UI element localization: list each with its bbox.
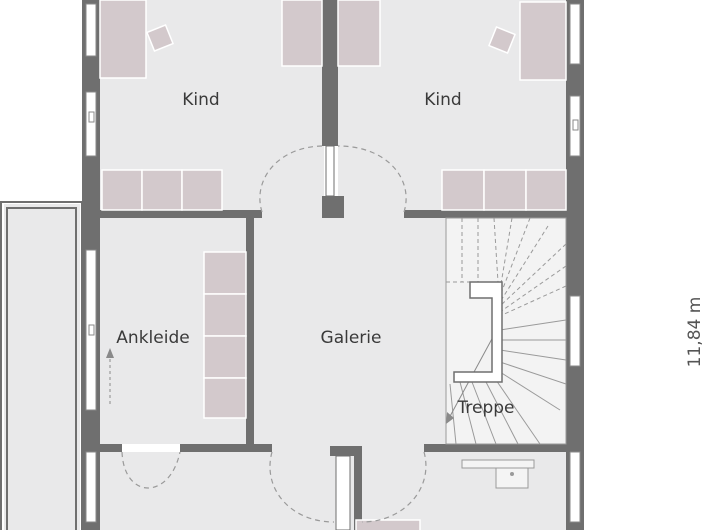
window-left-lower [85, 451, 97, 523]
wall-ankleide-bottom [100, 444, 122, 452]
door-arc-galerie-bottom-right [361, 451, 427, 523]
stair-lower-solid [449, 319, 567, 445]
wall-kind-bottom-left [100, 210, 262, 218]
window-left-top [85, 3, 97, 57]
floor-galerie [254, 212, 446, 452]
chairs [146, 24, 516, 54]
shelf-ankleide-2 [203, 293, 247, 337]
door-arc-galerie-top-right [337, 145, 407, 213]
window-right-top [569, 3, 581, 65]
wall-center-stub [322, 196, 344, 218]
room-label-kind-right: Kind [424, 90, 461, 110]
chair-right [488, 26, 516, 54]
windows [85, 3, 581, 523]
room-label-galerie: Galerie [321, 328, 382, 348]
wardrobe-center-right [337, 0, 381, 67]
door-arc-galerie-bottom-left [269, 451, 335, 523]
room-label-kind-left: Kind [182, 90, 219, 110]
room-label-treppe: Treppe [456, 398, 514, 418]
lower-furniture [355, 519, 421, 530]
wall-lower-center-post [354, 456, 362, 530]
stair-arrowhead [446, 412, 454, 424]
window-right-lower [569, 451, 581, 523]
center-wall-door-gap [325, 145, 351, 530]
window-left-ankleide [85, 249, 97, 411]
wardrobe-center-left [281, 0, 323, 67]
cabinet-kind-left-1 [101, 169, 143, 211]
wall-ankleide-bottom-right [180, 444, 272, 452]
shelf-ankleide-4 [203, 377, 247, 419]
wall-lower-center [330, 446, 362, 456]
cabinet-kind-right-2 [483, 169, 527, 211]
desk-right [519, 1, 567, 81]
wall-center-top [322, 0, 338, 146]
shelf-ankleide-3 [203, 335, 247, 379]
furniture [99, 0, 567, 530]
dimension-label: 11,84 m [685, 297, 705, 368]
cabinet-kind-right-1 [441, 169, 485, 211]
door-arc-ankleide [121, 451, 181, 489]
ankleide-arrow [106, 348, 114, 404]
chair-left [146, 24, 174, 52]
wall-ankleide-right [246, 218, 254, 452]
fixture-dot [510, 472, 514, 476]
door-arcs [121, 145, 427, 523]
shelf-ankleide-1 [203, 251, 247, 295]
window-left-mid [85, 91, 97, 157]
cabinet-kind-left-2 [141, 169, 183, 211]
stair-core-wall [453, 281, 503, 383]
staircase [445, 217, 567, 445]
door-arc-galerie-top-left [259, 145, 325, 213]
window-handles [88, 111, 579, 336]
wall-kind-bottom-right [404, 210, 570, 218]
cabinet-kind-left-3 [181, 169, 223, 211]
window-right-stair [569, 295, 581, 367]
wall-lower-right [424, 444, 570, 452]
cabinet-kind-right-3 [525, 169, 567, 211]
stair-upper-dashed [446, 217, 567, 317]
room-label-ankleide: Ankleide [116, 328, 189, 348]
window-right-mid [569, 95, 581, 157]
lower-fixture [461, 459, 535, 489]
desk-left [99, 0, 147, 79]
interior-walls [100, 0, 570, 530]
floor-balcony [4, 204, 80, 530]
